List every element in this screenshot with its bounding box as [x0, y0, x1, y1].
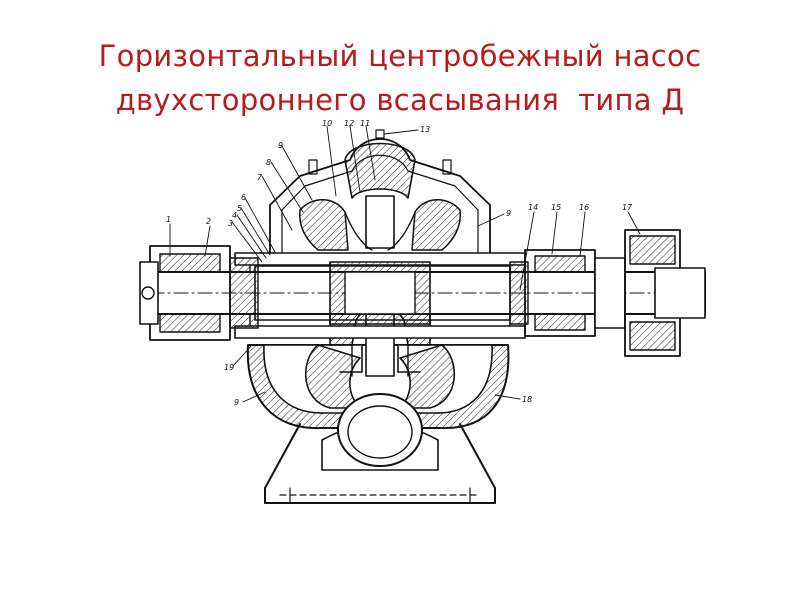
right-bearing-housing	[509, 249, 596, 337]
callout-11: 11	[360, 119, 370, 128]
callout-7: 7	[257, 173, 263, 182]
callout-leaders	[169, 125, 641, 403]
callout-19: 19	[224, 363, 234, 372]
slide-title: Горизонтальный центробежный насос двухст…	[0, 34, 800, 122]
volute-casing-upper	[269, 129, 491, 254]
callout-1: 1	[166, 215, 171, 224]
callout-labels: 1 2 3 4 5 6 7 8 9 10 12 11 13 9 14 15 16…	[166, 119, 633, 407]
callout-17: 17	[622, 203, 633, 212]
callout-16: 16	[579, 203, 589, 212]
callout-14: 14	[528, 203, 538, 212]
callout-15: 15	[551, 203, 561, 212]
callout-3: 3	[228, 219, 233, 228]
callout-5: 5	[237, 204, 242, 213]
callout-9-upper-left: 9	[278, 141, 283, 150]
callout-13: 13	[420, 125, 430, 134]
callout-4: 4	[232, 211, 237, 220]
left-bearing-housing	[139, 245, 259, 341]
callout-9-lower: 9	[234, 398, 239, 407]
callout-9-right: 9	[506, 209, 511, 218]
callout-12: 12	[344, 119, 354, 128]
callout-10: 10	[322, 119, 332, 128]
callout-8: 8	[266, 158, 271, 167]
title-line-2: двухстороннего всасывания типа Д	[115, 83, 685, 117]
callout-18: 18	[522, 395, 532, 404]
volute-casing-lower	[246, 344, 510, 467]
shaft-coupling	[594, 229, 706, 357]
callout-2: 2	[206, 217, 211, 226]
callout-6: 6	[241, 193, 246, 202]
title-line-1: Горизонтальный центробежный насос	[98, 39, 702, 73]
